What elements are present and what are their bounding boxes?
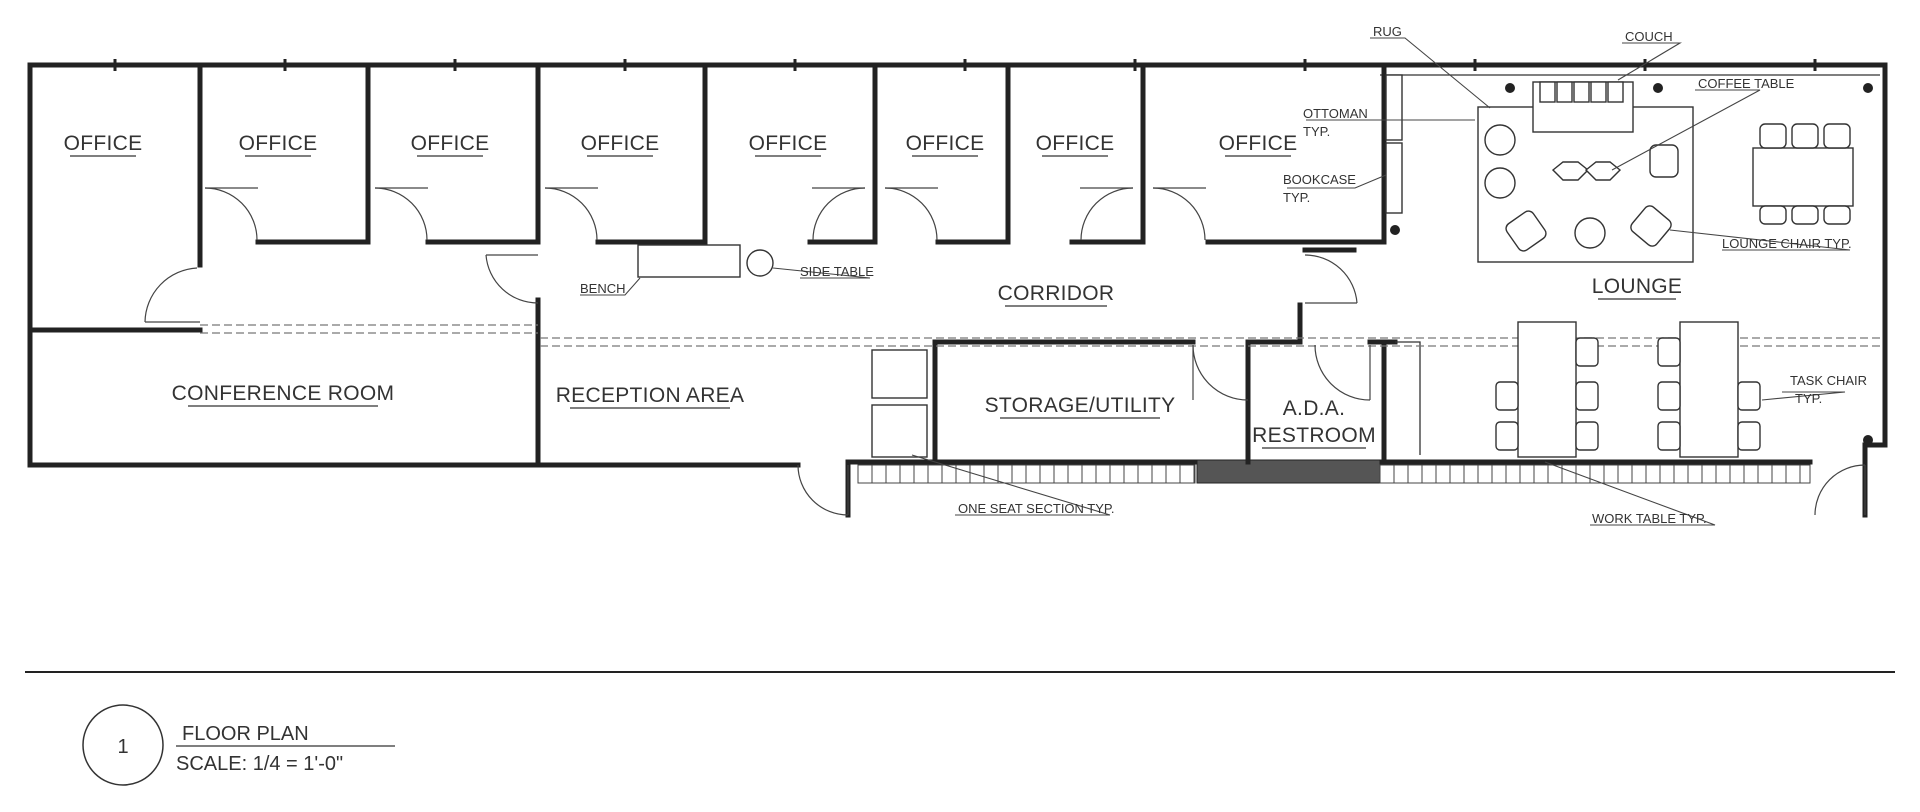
annotation-bookcase-typ: TYP. bbox=[1283, 190, 1310, 205]
room-label-office: OFFICE bbox=[581, 132, 660, 155]
room-label-office: OFFICE bbox=[64, 132, 143, 155]
lounge-chair bbox=[1649, 144, 1679, 178]
leader-lines bbox=[580, 37, 1851, 526]
planter-icon bbox=[1505, 83, 1515, 93]
room-label-restroom: A.D.A. bbox=[1283, 397, 1345, 420]
annotation-work-table: WORK TABLE TYP. bbox=[1592, 511, 1707, 526]
room-label-office: OFFICE bbox=[239, 132, 318, 155]
room-labels: OFFICE OFFICE OFFICE OFFICE OFFICE OFFIC… bbox=[64, 132, 1683, 449]
annotation-rug: RUG bbox=[1373, 24, 1402, 39]
room-label-office: OFFICE bbox=[411, 132, 490, 155]
annotation-task-chair: TASK CHAIR bbox=[1790, 373, 1867, 388]
annotation-task-chair-typ: TYP. bbox=[1795, 391, 1822, 406]
room-label-restroom: RESTROOM bbox=[1252, 424, 1376, 447]
annotation-bookcase: BOOKCASE bbox=[1283, 172, 1356, 187]
drawing-scale: SCALE: 1/4 = 1'-0" bbox=[176, 753, 343, 775]
window-ticks bbox=[113, 59, 1817, 71]
room-label-office: OFFICE bbox=[749, 132, 828, 155]
annotation-bench: BENCH bbox=[580, 281, 626, 296]
furniture bbox=[637, 74, 1873, 458]
ottoman bbox=[1484, 167, 1516, 199]
drawing-number: 1 bbox=[117, 736, 128, 758]
annotation-couch: COUCH bbox=[1625, 29, 1673, 44]
glazing-grid bbox=[857, 464, 1811, 484]
annotation-ottoman: OTTOMAN bbox=[1303, 106, 1368, 121]
seat-section bbox=[871, 349, 928, 399]
planter-icon bbox=[1863, 83, 1873, 93]
seat-section bbox=[871, 404, 928, 458]
planter-icon bbox=[1390, 225, 1400, 235]
annotation-side-table: SIDE TABLE bbox=[800, 264, 874, 279]
bookcase bbox=[1385, 142, 1403, 214]
annotations: RUG COUCH COFFEE TABLE OTTOMAN TYP. BOOK… bbox=[580, 24, 1867, 526]
lounge-chair bbox=[1505, 210, 1547, 252]
drawing-title: FLOOR PLAN bbox=[182, 723, 309, 745]
ceiling-lines bbox=[200, 324, 1880, 347]
work-table bbox=[1679, 321, 1739, 458]
door-swings bbox=[144, 187, 1866, 516]
annotation-one-seat: ONE SEAT SECTION TYP. bbox=[958, 501, 1115, 516]
drawing-number-circle bbox=[82, 704, 164, 786]
ottoman bbox=[1574, 217, 1606, 249]
planter-icon bbox=[1653, 83, 1663, 93]
planter-icon bbox=[1863, 435, 1873, 445]
room-label-conference: CONFERENCE ROOM bbox=[172, 382, 395, 405]
annotation-ottoman-typ: TYP. bbox=[1303, 124, 1330, 139]
lounge-table bbox=[1752, 147, 1854, 207]
annotation-coffee-table: COFFEE TABLE bbox=[1698, 76, 1795, 91]
room-label-corridor: CORRIDOR bbox=[998, 282, 1115, 305]
room-label-office: OFFICE bbox=[1036, 132, 1115, 155]
ottoman bbox=[1484, 124, 1516, 156]
lounge-chair bbox=[1630, 205, 1672, 247]
room-label-lounge: LOUNGE bbox=[1592, 275, 1683, 298]
annotation-lounge-chair: LOUNGE CHAIR TYP. bbox=[1722, 236, 1852, 251]
work-table bbox=[1517, 321, 1577, 458]
side-table bbox=[746, 249, 774, 277]
interior-walls bbox=[27, 62, 1421, 468]
room-label-storage: STORAGE/UTILITY bbox=[985, 394, 1176, 417]
bench bbox=[637, 244, 741, 278]
room-label-office: OFFICE bbox=[1219, 132, 1298, 155]
title-block: 1 FLOOR PLAN SCALE: 1/4 = 1'-0" bbox=[82, 704, 395, 786]
bookcase bbox=[1385, 74, 1403, 141]
room-label-reception: RECEPTION AREA bbox=[556, 384, 745, 407]
room-label-office: OFFICE bbox=[906, 132, 985, 155]
